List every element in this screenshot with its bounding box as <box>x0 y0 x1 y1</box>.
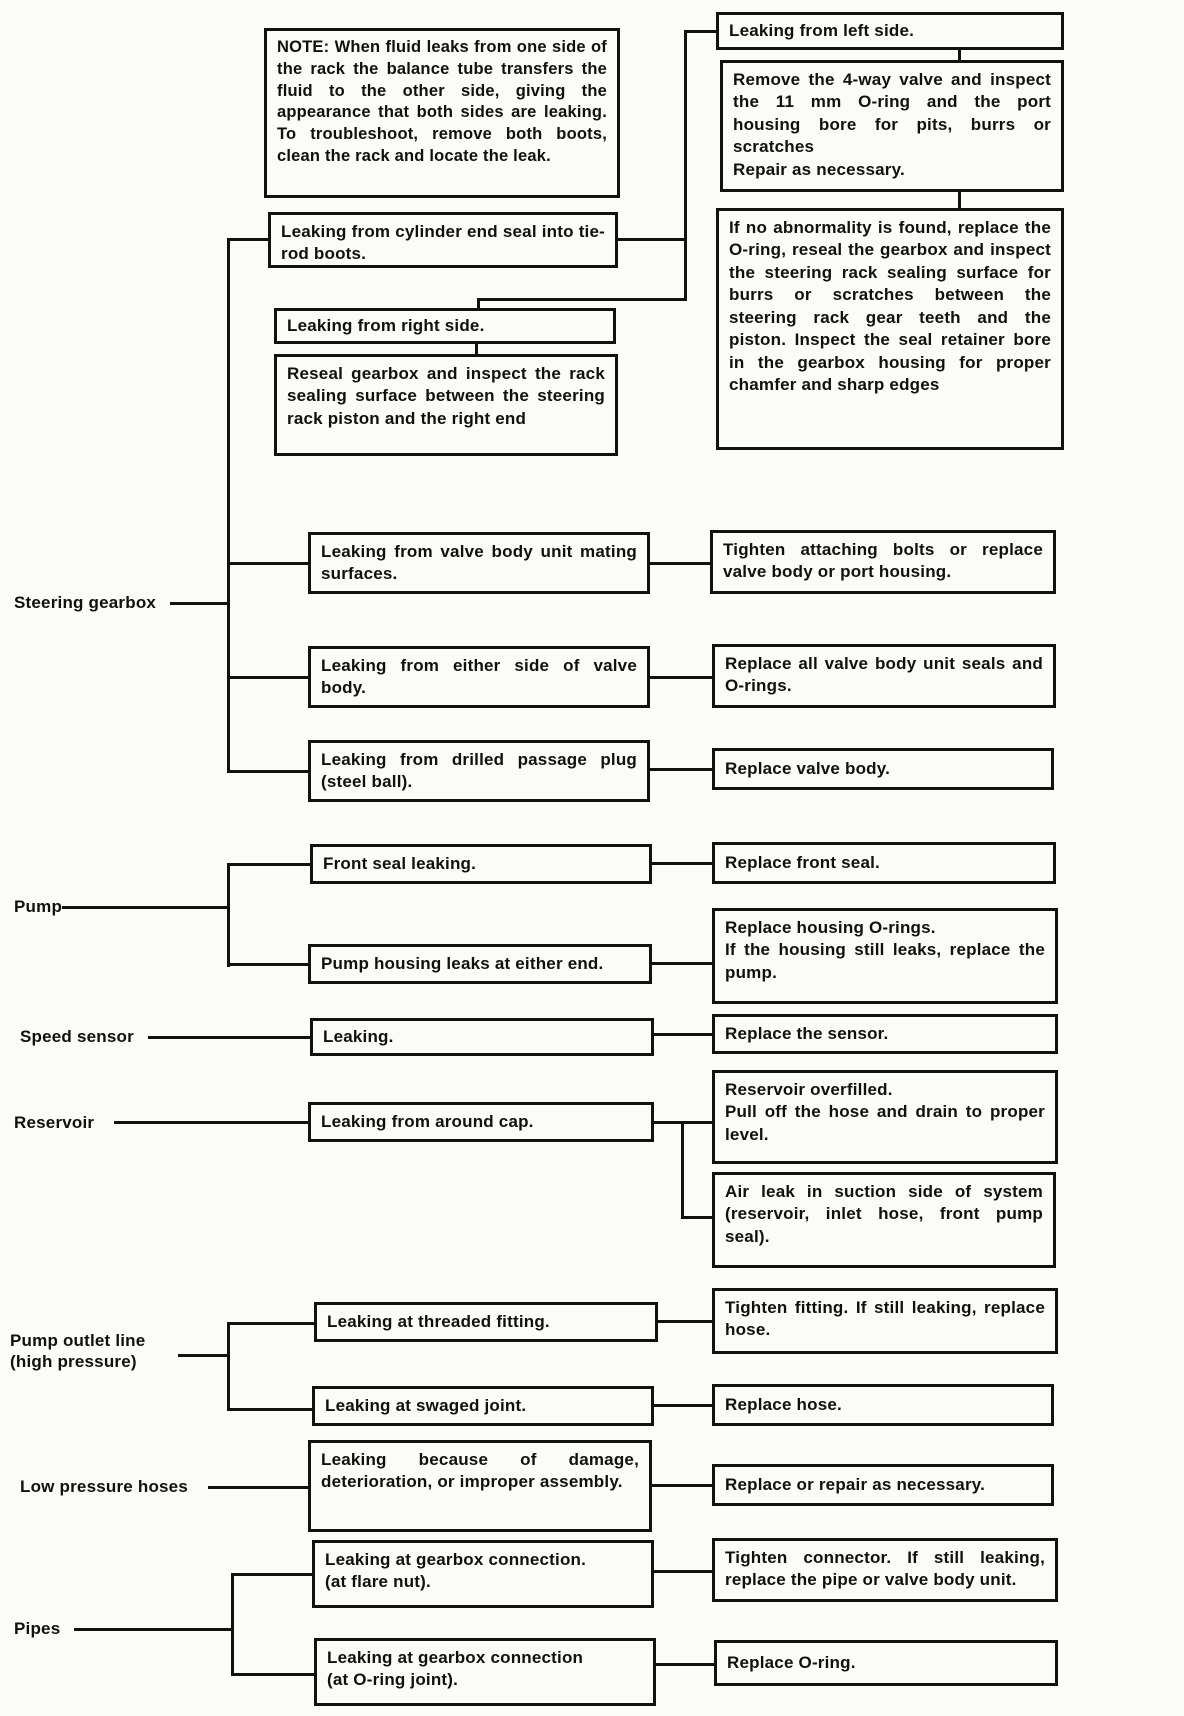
box-valve-body-mating: Leaking from valve body unit mating surf… <box>308 532 650 594</box>
box-text-line: (at flare nut). <box>325 1572 431 1592</box>
box-tighten-connector: Tighten connector. If still leaking, rep… <box>712 1538 1058 1602</box>
box-pump-housing-leaks: Pump housing leaks at either end. <box>308 944 652 984</box>
connector-right-side-stub <box>477 298 480 310</box>
connector-oring-right <box>656 1663 714 1666</box>
connector-flare-left <box>231 1573 312 1576</box>
connector-cylinder-right <box>618 238 687 241</box>
box-sensor-leaking: Leaking. <box>310 1018 654 1056</box>
box-text-line: Leaking at gearbox connection. <box>325 1550 587 1569</box>
box-gearbox-flare-nut: Leaking at gearbox connection. (at flare… <box>312 1540 654 1608</box>
box-replace-sensor: Replace the sensor. <box>712 1014 1058 1054</box>
box-leaking-left-side: Leaking from left side. <box>716 12 1064 50</box>
box-text-line: Remove the 4-way valve and inspect the 1… <box>733 70 1051 157</box>
connector-steering-label <box>170 602 227 605</box>
connector-swaged-left <box>227 1408 312 1411</box>
connector-pump-housing-right <box>652 962 712 965</box>
box-text-line: If the housing still leaks, replace the … <box>725 940 1045 982</box>
connector-low-pressure-label <box>208 1486 308 1489</box>
box-swaged-joint: Leaking at swaged joint. <box>312 1386 654 1426</box>
box-replace-hose: Replace hose. <box>712 1384 1054 1426</box>
connector-front-seal-left <box>227 863 310 866</box>
connector-left-side-riser <box>684 30 687 301</box>
box-threaded-fitting: Leaking at threaded fitting. <box>314 1302 658 1342</box>
box-replace-front-seal: Replace front seal. <box>712 842 1056 884</box>
box-note: NOTE: When fluid leaks from one side of … <box>264 28 620 198</box>
box-remove-4way-valve: Remove the 4-way valve and inspect the 1… <box>720 60 1064 192</box>
box-front-seal-leaking: Front seal leaking. <box>310 844 652 884</box>
connector-speed-sensor-label <box>148 1036 310 1039</box>
box-cylinder-end-seal: Leaking from cylinder end seal into tie-… <box>268 212 618 268</box>
connector-low-pressure-right <box>652 1484 712 1487</box>
box-text-line: Reservoir overfilled. <box>725 1080 893 1099</box>
connector-front-seal-right <box>652 862 712 865</box>
connector-remove-to-abnormality <box>958 190 961 210</box>
connector-outlet-trunk <box>227 1322 230 1411</box>
connector-cap-right <box>654 1121 712 1124</box>
box-leaking-around-cap: Leaking from around cap. <box>308 1102 654 1142</box>
box-gearbox-oring-joint: Leaking at gearbox connection (at O-ring… <box>314 1638 656 1706</box>
connector-valve-mating-right <box>650 562 710 565</box>
label-reservoir: Reservoir <box>14 1113 95 1132</box>
box-replace-oring: Replace O-ring. <box>714 1640 1058 1686</box>
connector-into-left-side-box <box>684 30 716 33</box>
connector-pump-label <box>62 906 227 909</box>
label-steering-gearbox: Steering gearbox <box>14 593 157 612</box>
connector-pipes-label <box>74 1628 231 1631</box>
connector-either-side-right <box>650 676 712 679</box>
connector-air-leak-stub <box>681 1216 712 1219</box>
connector-pump-trunk <box>227 864 230 967</box>
box-drilled-passage-plug: Leaking from drilled passage plug (steel… <box>308 740 650 802</box>
connector-steering-trunk <box>227 238 230 772</box>
box-damage-deterioration: Leaking because of damage, deterioration… <box>308 1440 652 1532</box>
box-air-leak-suction: Air leak in suction side of system (rese… <box>712 1172 1056 1268</box>
box-leaking-right-side: Leaking from right side. <box>274 308 616 344</box>
connector-cylinder-left <box>227 238 268 241</box>
connector-drilled-left <box>227 770 308 773</box>
box-tighten-bolts: Tighten attaching bolts or replace valve… <box>710 530 1056 594</box>
box-either-side-valve-body: Leaking from either side of valve body. <box>308 646 650 708</box>
connector-threaded-left <box>227 1322 314 1325</box>
connector-valve-mating-left <box>227 562 308 565</box>
connector-sensor-right <box>654 1033 712 1036</box>
connector-swaged-right <box>654 1404 712 1407</box>
connector-threaded-right <box>658 1320 712 1323</box>
box-text-line: (at O-ring joint). <box>327 1670 459 1690</box>
box-tighten-fitting: Tighten fitting. If still leaking, repla… <box>712 1288 1058 1354</box>
box-text-line: Repair as necessary. <box>733 159 905 179</box>
box-replace-valve-body: Replace valve body. <box>712 748 1054 790</box>
box-reseal-gearbox: Reseal gearbox and inspect the rack seal… <box>274 354 618 456</box>
connector-drilled-right <box>650 768 712 771</box>
connector-reservoir-drop <box>681 1122 684 1219</box>
connector-right-side-crossbar <box>477 298 687 301</box>
connector-either-side-left <box>227 676 308 679</box>
label-pump-outlet-line: Pump outlet line (high pressure) <box>10 1331 146 1372</box>
label-pipes: Pipes <box>14 1619 61 1638</box>
connector-right-side-to-reseal <box>475 344 478 356</box>
connector-leftside-to-remove <box>958 48 961 62</box>
connector-pump-housing-left <box>227 963 308 966</box>
box-replace-or-repair: Replace or repair as necessary. <box>712 1464 1054 1506</box>
connector-reservoir-label <box>114 1121 308 1124</box>
connector-outlet-label <box>178 1354 227 1357</box>
box-text-line: Pull off the hose and drain to proper le… <box>725 1102 1045 1144</box>
label-pump: Pump <box>14 897 63 916</box>
box-replace-seals-orings: Replace all valve body unit seals and O-… <box>712 644 1056 708</box>
box-replace-housing-orings: Replace housing O-rings. If the housing … <box>712 908 1058 1004</box>
label-low-pressure-hoses: Low pressure hoses <box>20 1477 188 1496</box>
connector-oring-left <box>231 1673 314 1676</box>
label-speed-sensor: Speed sensor <box>20 1027 134 1046</box>
box-no-abnormality: If no abnormality is found, replace the … <box>716 208 1064 450</box>
box-text-line: Leaking at gearbox connection <box>327 1648 584 1667</box>
connector-flare-right <box>654 1570 712 1573</box>
connector-pipes-trunk <box>231 1573 234 1676</box>
box-reservoir-overfilled: Reservoir overfilled. Pull off the hose … <box>712 1070 1058 1164</box>
box-text-line: Replace housing O-rings. <box>725 918 936 937</box>
